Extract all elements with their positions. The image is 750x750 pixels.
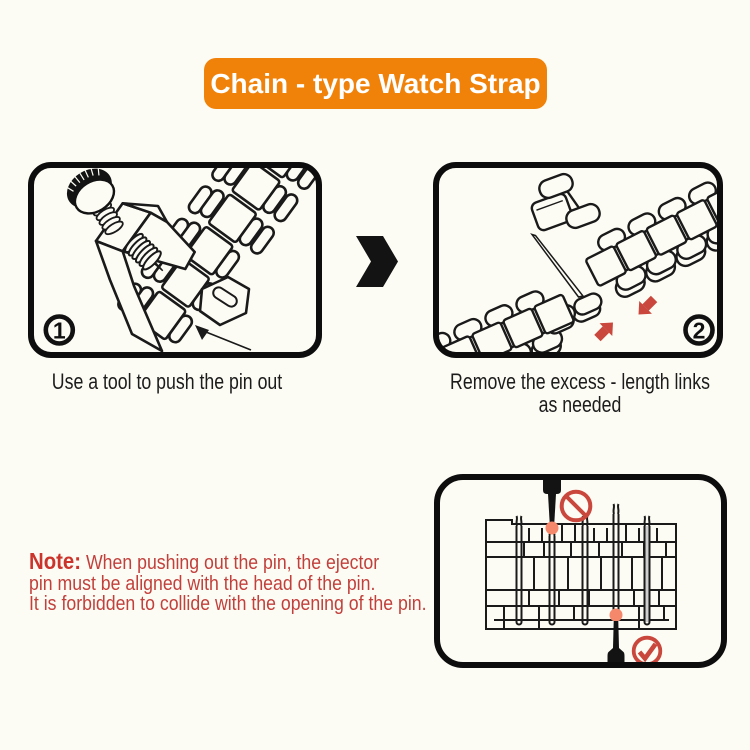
- svg-text:2: 2: [693, 318, 706, 344]
- svg-text:1: 1: [53, 318, 66, 344]
